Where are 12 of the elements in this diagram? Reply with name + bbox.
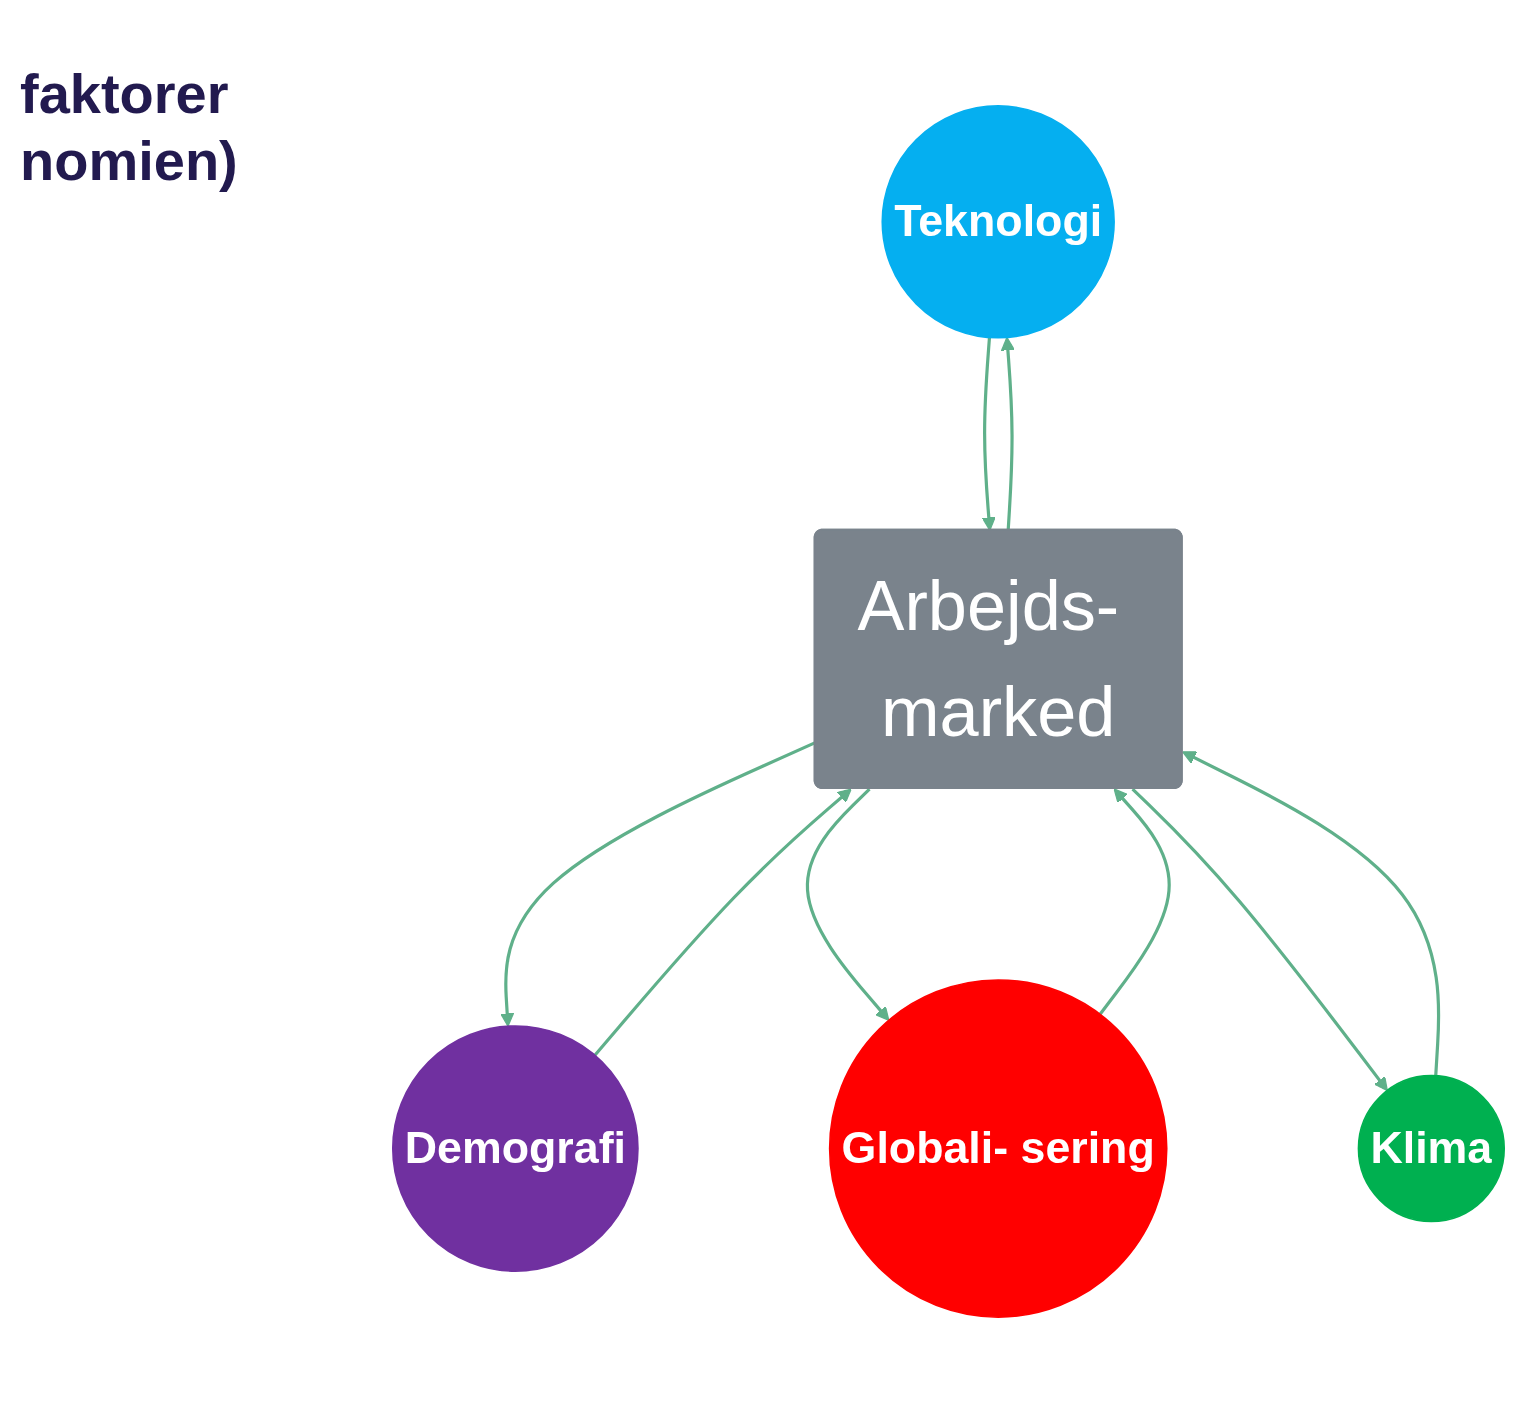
node-circle: Klima [1357, 1074, 1505, 1223]
node-circle: Globali- sering [828, 979, 1168, 1318]
arrow [1131, 787, 1388, 1092]
node-circle: Teknologi [881, 105, 1115, 339]
arrow [1098, 788, 1171, 1016]
arrow [1000, 336, 1015, 531]
arrow [981, 337, 996, 531]
arrow [1182, 751, 1441, 1076]
title: faktorer nomien) [20, 61, 239, 195]
arrow [805, 787, 890, 1021]
node-circle: Demografi [391, 1025, 639, 1272]
arrow [593, 788, 852, 1057]
